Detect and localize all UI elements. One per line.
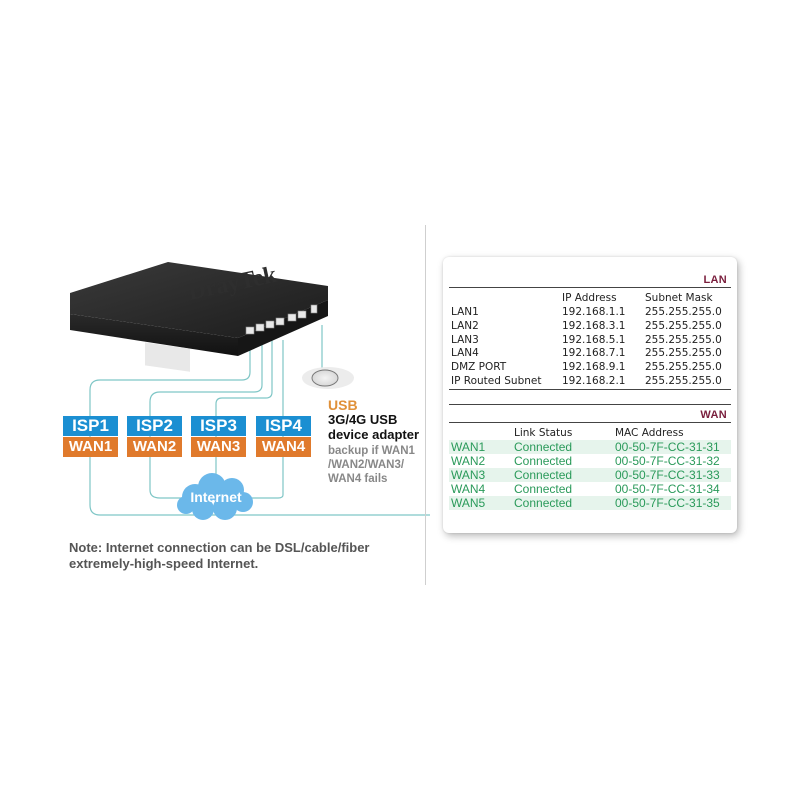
lan-table-row: LAN1 192.168.1.1 255.255.255.0	[451, 306, 731, 319]
isp3-box: ISP3	[191, 416, 246, 436]
lan-ip-cell: 192.168.2.1	[562, 375, 626, 387]
usb-adapter-icon	[311, 369, 339, 387]
status-panel: LAN IP Address Subnet Mask LAN1 192.168.1…	[443, 257, 737, 533]
internet-label: Internet	[190, 489, 242, 505]
wan-name-cell: WAN5	[451, 496, 486, 510]
lan-table-row: LAN4 192.168.7.1 255.255.255.0	[451, 347, 731, 360]
wan-mac-cell: 00-50-7F-CC-31-35	[615, 496, 720, 510]
wan-status-cell: Connected	[514, 454, 573, 468]
lan-name-cell: LAN3	[451, 333, 479, 346]
wan-mid-rule	[449, 422, 731, 423]
wan-table-row: WAN2 Connected 00-50-7F-CC-31-32	[449, 454, 731, 468]
lan-mask-cell: 255.255.255.0	[645, 319, 722, 332]
wan-status-cell: Connected	[514, 482, 573, 496]
wan-status-cell: Connected	[514, 468, 573, 482]
wan-header-row: Link Status MAC Address	[451, 427, 731, 440]
wan-table-row: WAN3 Connected 00-50-7F-CC-31-33	[449, 468, 731, 482]
wan2-box: WAN2	[127, 437, 182, 457]
divider	[425, 225, 426, 585]
lan-name-cell: LAN1	[451, 306, 479, 318]
wan-name-cell: WAN3	[451, 468, 486, 482]
router-label-plate	[145, 342, 190, 372]
lan-table-row: IP Routed Subnet 192.168.2.1 255.255.255.0	[451, 375, 731, 388]
router-device: DrayTek	[70, 262, 328, 372]
network-wires	[89, 325, 430, 516]
lan-table-row: LAN3 192.168.5.1 255.255.255.0	[451, 334, 731, 347]
wan-table-row: WAN1 Connected 00-50-7F-CC-31-31	[449, 440, 731, 454]
wan1-box: WAN1	[63, 437, 118, 457]
lan-name-cell: DMZ PORT	[451, 361, 507, 374]
lan-mask-cell: 255.255.255.0	[645, 375, 722, 387]
wan-mac-cell: 00-50-7F-CC-31-31	[615, 440, 720, 454]
wan-mac-cell: 00-50-7F-CC-31-33	[615, 468, 720, 482]
lan-bottom-rule	[449, 389, 731, 390]
lan-header-ip: IP Address	[562, 292, 617, 304]
router-ports	[245, 304, 318, 335]
wan4-box: WAN4	[256, 437, 311, 457]
lan-mask-cell: 255.255.255.0	[645, 347, 722, 360]
wan-mac-cell: 00-50-7F-CC-31-34	[615, 482, 720, 496]
lan-ip-cell: 192.168.5.1	[562, 333, 626, 346]
wan-table-row: WAN4 Connected 00-50-7F-CC-31-34	[449, 482, 731, 496]
lan-name-cell: LAN2	[451, 319, 479, 332]
lan-name-cell: IP Routed Subnet	[451, 375, 542, 387]
lan-table-row: DMZ PORT 192.168.9.1 255.255.255.0	[451, 361, 731, 374]
wan-table-row: WAN5 Connected 00-50-7F-CC-31-35	[449, 496, 731, 510]
lan-ip-cell: 192.168.7.1	[562, 347, 626, 360]
wan-top-rule	[449, 404, 731, 405]
lan-ip-cell: 192.168.3.1	[562, 319, 626, 332]
connection-note: Note: Internet connection can be DSL/cab…	[69, 540, 370, 571]
lan-ip-cell: 192.168.9.1	[562, 361, 626, 374]
wire-wan3	[215, 340, 273, 478]
internet-cloud-icon	[177, 473, 253, 520]
lan-mask-cell: 255.255.255.0	[645, 306, 722, 318]
wire-wan4	[250, 340, 284, 499]
wan-name-cell: WAN2	[451, 454, 486, 468]
wan-name-cell: WAN1	[451, 440, 486, 454]
wan-section-title: WAN	[700, 409, 727, 421]
usb-title: USB	[328, 397, 358, 413]
isp2-box: ISP2	[127, 416, 182, 436]
wan-status-cell: Connected	[514, 440, 573, 454]
usb-backup-note: backup if WAN1 /WAN2/WAN3/ WAN4 fails	[328, 445, 415, 485]
lan-mask-cell: 255.255.255.0	[645, 361, 722, 374]
wan-name-cell: WAN4	[451, 482, 486, 496]
wan3-box: WAN3	[191, 437, 246, 457]
lan-section-title: LAN	[703, 274, 727, 286]
wan-status-cell: Connected	[514, 496, 573, 510]
usb-subtitle-line1: 3G/4G USB	[328, 412, 398, 427]
isp4-box: ISP4	[256, 416, 311, 436]
lan-mask-cell: 255.255.255.0	[645, 333, 722, 346]
lan-table-row: LAN2 192.168.3.1 255.255.255.0	[451, 320, 731, 333]
isp1-box: ISP1	[63, 416, 118, 436]
usb-subtitle-line2: device adapter	[328, 427, 420, 442]
lan-top-rule	[449, 287, 731, 288]
wan-header-status: Link Status	[514, 427, 573, 439]
wire-wan2	[149, 340, 263, 499]
lan-ip-cell: 192.168.1.1	[562, 306, 626, 318]
lan-header-row: IP Address Subnet Mask	[451, 292, 731, 305]
lan-header-mask: Subnet Mask	[645, 292, 713, 304]
wan-mac-cell: 00-50-7F-CC-31-32	[615, 454, 720, 468]
lan-name-cell: LAN4	[451, 347, 479, 360]
wire-wan1	[89, 340, 430, 516]
wan-header-mac: MAC Address	[615, 427, 684, 439]
